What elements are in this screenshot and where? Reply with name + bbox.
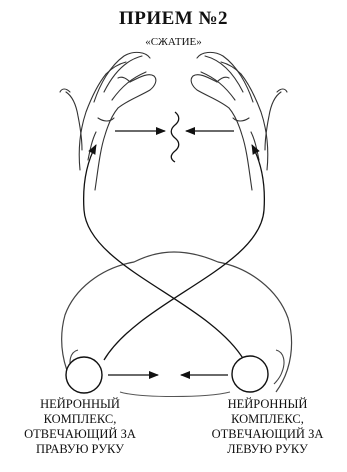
label-left-line-2: КОМПЛЕКС, (0, 412, 160, 427)
label-right-hand-complex: НЕЙРОННЫЙ КОМПЛЕКС, ОТВЕЧАЮЩИЙ ЗА ПРАВУЮ… (0, 397, 160, 457)
label-left-line-4: ПРАВУЮ РУКУ (0, 442, 160, 457)
label-right-line-4: ЛЕВУЮ РУКУ (188, 442, 347, 457)
label-right-line-1: НЕЙРОННЫЙ (188, 397, 347, 412)
wavy-signal-icon (171, 112, 179, 162)
label-left-hand-complex: НЕЙРОННЫЙ КОМПЛЕКС, ОТВЕЧАЮЩИЙ ЗА ЛЕВУЮ … (188, 397, 347, 457)
head-neck-line (120, 392, 230, 397)
ear-right (274, 350, 284, 384)
label-right-line-2: КОМПЛЕКС, (188, 412, 347, 427)
neuron-complex-right (232, 356, 268, 392)
label-left-line-1: НЕЙРОННЫЙ (0, 397, 160, 412)
label-left-line-3: ОТВЕЧАЮЩИЙ ЗА (0, 427, 160, 442)
left-hand-icon (60, 52, 156, 190)
neuron-complex-left (66, 357, 102, 393)
right-hand-icon (191, 52, 287, 190)
label-right-line-3: ОТВЕЧАЮЩИЙ ЗА (188, 427, 347, 442)
